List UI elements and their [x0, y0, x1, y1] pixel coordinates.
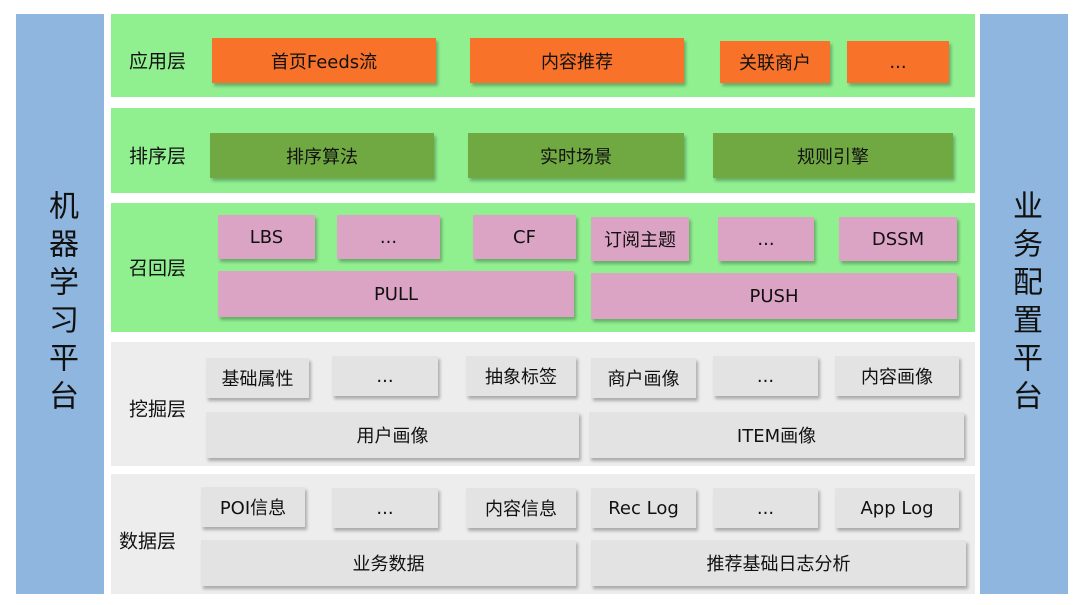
application-layer-label: 应用层: [129, 50, 187, 73]
user-profile-box: 用户画像: [206, 412, 579, 458]
recall-lbs-box: LBS: [218, 215, 315, 259]
rec-log-box: Rec Log: [591, 488, 696, 528]
application-layer: 应用层 首页Feeds流 内容推荐 关联商户 ...: [111, 14, 975, 97]
recall-dssm-box: DSSM: [839, 217, 957, 261]
rec-log-analysis-box: 推荐基础日志分析: [591, 540, 966, 586]
home-feeds-box: 首页Feeds流: [212, 38, 436, 83]
poi-info-box: POI信息: [201, 487, 305, 527]
realtime-scene-box: 实时场景: [468, 133, 684, 178]
recall-subscribe-topic-box: 订阅主题: [591, 217, 689, 261]
recall-layer: 召回层 LBS ... CF 订阅主题 ... DSSM PULL PUSH: [111, 203, 975, 332]
content-profile-box: 内容画像: [835, 356, 959, 396]
ranking-layer-label: 排序层: [129, 145, 187, 168]
data-more-box-1: ...: [332, 488, 438, 528]
item-profile-box: ITEM画像: [589, 412, 964, 458]
basic-attributes-box: 基础属性: [206, 358, 309, 398]
ranking-layer: 排序层 排序算法 实时场景 规则引擎: [111, 108, 975, 193]
merchant-profile-box: 商户画像: [591, 358, 696, 398]
business-data-box: 业务数据: [201, 540, 576, 586]
abstract-tags-box: 抽象标签: [466, 356, 576, 396]
application-more-box: ...: [847, 41, 949, 83]
recall-layer-label: 召回层: [129, 257, 187, 280]
data-layer: 数据层 POI信息 ... 内容信息 Rec Log ... App Log 业…: [111, 474, 975, 594]
app-log-box: App Log: [835, 488, 959, 528]
mining-more-box-2: ...: [713, 356, 818, 396]
ranking-algorithm-box: 排序算法: [210, 133, 434, 178]
machine-learning-platform: 机器学习平台: [16, 14, 104, 594]
recall-pull-box: PULL: [218, 271, 574, 317]
content-info-box: 内容信息: [466, 488, 576, 528]
machine-learning-platform-label: 机器学习平台: [43, 190, 78, 418]
related-merchant-box: 关联商户: [720, 41, 830, 83]
mining-layer: 挖掘层 基础属性 ... 抽象标签 商户画像 ... 内容画像 用户画像 ITE…: [111, 342, 975, 466]
recall-more-box-2: ...: [718, 217, 814, 261]
recall-cf-box: CF: [473, 215, 576, 259]
business-config-platform-label: 业务配置平台: [1007, 190, 1042, 418]
business-config-platform: 业务配置平台: [980, 14, 1068, 594]
recall-push-box: PUSH: [591, 273, 957, 319]
mining-more-box-1: ...: [332, 356, 438, 396]
mining-layer-label: 挖掘层: [129, 398, 187, 421]
rule-engine-box: 规则引擎: [713, 133, 953, 178]
recall-more-box-1: ...: [337, 215, 440, 259]
data-more-box-2: ...: [713, 488, 818, 528]
content-recommend-box: 内容推荐: [470, 38, 684, 83]
data-layer-label: 数据层: [119, 530, 177, 553]
